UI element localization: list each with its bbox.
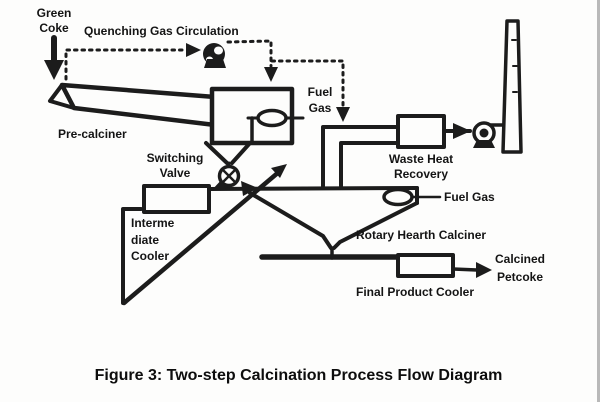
whr-line1: Waste Heat [388, 152, 454, 166]
whr-line2: Recovery [393, 167, 449, 181]
calcined-petcoke-label: Calcined Petcoke [488, 250, 552, 286]
quenching-gas-dashed-line [64, 39, 345, 108]
pre-calciner-label: Pre-calciner [58, 127, 127, 141]
precalciner-inlet-arrowhead [264, 67, 278, 82]
switching-valve-line2: Valve [159, 166, 191, 180]
calcined-petcoke-line1: Calcined [494, 252, 545, 266]
fuel-gas-line2: Gas [308, 101, 332, 115]
green-coke-line2: Coke [39, 21, 69, 35]
fuel-gas-calciner-label: Fuel Gas [444, 190, 495, 204]
flue-gas-ducts [321, 125, 402, 188]
fuel-gas-precalciner-label: Fuel Gas [300, 84, 340, 116]
calciner-feed-line [207, 186, 419, 191]
switching-valve-label: Switching Valve [140, 151, 210, 181]
green-coke-line1: Green [36, 6, 72, 20]
calciner-burner-icon [382, 187, 442, 207]
green-coke-arrow-icon [44, 35, 64, 80]
final-product-cooler-label: Final Product Cooler [356, 285, 475, 299]
exhaust-stack-icon [501, 19, 523, 154]
pre-calciner-box [204, 86, 305, 165]
quench-blower-icon [203, 43, 226, 68]
intermediate-cooler-label: Interme diate Cooler [131, 215, 174, 265]
conveyor-arrowhead [271, 164, 287, 178]
pre-calciner-tube [48, 82, 218, 128]
rotary-hearth-calciner-label: Rotary Hearth Calciner [356, 228, 487, 242]
petcoke-outlet-line [451, 267, 479, 272]
switching-valve-icon [217, 161, 241, 188]
switching-valve-line1: Switching [146, 151, 204, 165]
green-coke-label: Green Coke [28, 6, 80, 36]
intermediate-cooler [121, 168, 283, 306]
waste-heat-recovery-label: Waste Heat Recovery [382, 152, 460, 182]
quenching-gas-circulation-label: Quenching Gas Circulation [84, 24, 239, 38]
intermediate-cooler-line3: Cooler [131, 249, 170, 263]
fuel-gas-arrowhead [336, 107, 350, 122]
final-product-cooler-box [396, 253, 455, 278]
intermediate-cooler-line1: Interme [131, 216, 175, 230]
intermediate-cooler-line2: diate [131, 232, 160, 247]
calcined-petcoke-line2: Petcoke [496, 270, 544, 284]
quench-arrowhead [186, 43, 201, 57]
whr-outlet-arrowhead [453, 123, 471, 139]
precalciner-burner-icon [256, 108, 288, 128]
to-calciner-arrowhead [241, 181, 258, 196]
petcoke-arrowhead [476, 262, 492, 278]
waste-heat-recovery-box [396, 114, 446, 149]
figure-caption: Figure 3: Two-step Calcination Process F… [94, 367, 503, 384]
conveyor-line [121, 168, 283, 306]
fuel-gas-line1: Fuel [307, 85, 333, 99]
rotary-hearth-calciner-vessel [248, 186, 419, 260]
